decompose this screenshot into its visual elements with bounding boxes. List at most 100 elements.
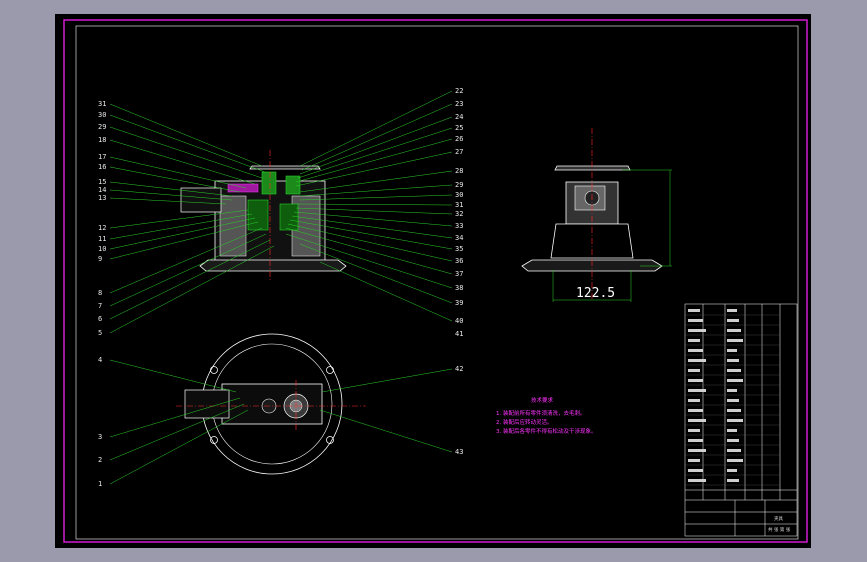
part-label: 33 (455, 222, 463, 230)
parts-list-cell-mark (727, 389, 737, 392)
part-label: 43 (455, 448, 463, 456)
parts-list-cell-mark (727, 439, 739, 442)
plan-leaders (109, 359, 453, 485)
part-label: 30 (98, 111, 106, 119)
part-label: 26 (455, 135, 463, 143)
part-label: 3 (98, 433, 102, 441)
part-label: 22 (455, 87, 463, 95)
part-label: 34 (455, 234, 463, 242)
part-label: 2 (98, 456, 102, 464)
parts-list-cell-mark (688, 319, 703, 322)
part-label: 29 (455, 181, 463, 189)
drawing-frame (63, 19, 808, 543)
part-label: 41 (455, 330, 463, 338)
parts-list-rows (685, 309, 780, 486)
part-label: 1 (98, 480, 102, 488)
title-block-sheet-label: 共 张 第 张 (768, 526, 791, 533)
parts-list-cell-mark (688, 439, 703, 442)
part-label: 18 (98, 136, 106, 144)
front-section-view (180, 150, 347, 280)
parts-list-cell-mark (688, 409, 703, 412)
part-label: 5 (98, 329, 102, 337)
part-label: 15 (98, 178, 106, 186)
parts-list-cell-mark (688, 459, 700, 462)
part-label: 39 (455, 299, 463, 307)
parts-list-cell-mark (727, 459, 743, 462)
part-label: 32 (455, 210, 463, 218)
parts-list-cell-mark (727, 339, 743, 342)
part-label: 14 (98, 186, 106, 194)
parts-list-cell-mark (688, 449, 706, 452)
part-label: 31 (455, 201, 463, 209)
drawing-inner-border (75, 25, 799, 540)
parts-list-cell-mark (688, 359, 706, 362)
part-label: 10 (98, 245, 106, 253)
left-leaders (109, 103, 275, 334)
part-label: 28 (455, 167, 463, 175)
notes-title: 技术要求 (531, 396, 554, 404)
part-label: 27 (455, 148, 463, 156)
part-label: 7 (98, 302, 102, 310)
part-label: 36 (455, 257, 463, 265)
part-label: 24 (455, 113, 463, 121)
part-label: 29 (98, 123, 106, 131)
lower-right-part-labels: 42 43 (455, 365, 463, 456)
parts-list (684, 303, 798, 537)
part-label: 6 (98, 315, 102, 323)
parts-list-cell-mark (727, 399, 739, 402)
parts-list-cell-mark (727, 409, 741, 412)
part-label: 42 (455, 365, 463, 373)
parts-list-cell-mark (727, 349, 737, 352)
part-label: 31 (98, 100, 106, 108)
part-label: 30 (455, 191, 463, 199)
note-line-2: 2. 装配后应转动灵活。 (496, 418, 553, 426)
parts-list-cell-mark (688, 469, 703, 472)
drawing-sheet (55, 14, 811, 548)
parts-list-cell-mark (727, 469, 737, 472)
part-label: 35 (455, 245, 463, 253)
parts-list-cell-mark (688, 429, 700, 432)
lower-left-part-labels: 4 3 2 1 (98, 356, 102, 488)
parts-list-cell-mark (688, 479, 706, 482)
side-view (521, 128, 672, 302)
parts-list-cell-mark (688, 309, 700, 312)
plan-view (176, 333, 366, 475)
part-label: 11 (98, 235, 106, 243)
parts-list-cell-mark (727, 429, 737, 432)
parts-list-cell-mark (688, 399, 700, 402)
part-label: 16 (98, 163, 106, 171)
parts-list-cell-mark (727, 379, 743, 382)
parts-list-cell-mark (727, 419, 743, 422)
parts-list-cell-mark (688, 419, 706, 422)
note-line-1: 1. 装配前所有零件须清洗，去毛刺。 (496, 409, 586, 417)
note-line-3: 3. 装配后各零件不得有松动及干涉现象。 (496, 427, 597, 435)
part-label: 23 (455, 100, 463, 108)
parts-list-cell-mark (688, 379, 703, 382)
parts-list-cell-mark (688, 369, 700, 372)
parts-list-cell-mark (727, 369, 741, 372)
parts-list-cell-mark (688, 329, 706, 332)
parts-list-cell-mark (727, 449, 741, 452)
parts-list-cell-mark (727, 329, 741, 332)
title-block-drawing-name: 夹具 (774, 515, 783, 522)
parts-list-cell-mark (688, 349, 703, 352)
part-label: 25 (455, 124, 463, 132)
part-label: 17 (98, 153, 106, 161)
part-label: 38 (455, 284, 463, 292)
parts-list-cell-mark (688, 389, 706, 392)
part-label: 40 (455, 317, 463, 325)
parts-list-cell-mark (688, 339, 700, 342)
part-label: 13 (98, 194, 106, 202)
right-leaders (285, 90, 453, 322)
part-label: 12 (98, 224, 106, 232)
parts-list-cell-mark (727, 309, 737, 312)
part-label: 9 (98, 255, 102, 263)
parts-list-cell-mark (727, 319, 739, 322)
part-label: 4 (98, 356, 102, 364)
parts-list-cell-mark (727, 479, 739, 482)
part-label: 37 (455, 270, 463, 278)
dimension-text: 122.5 (576, 286, 615, 301)
